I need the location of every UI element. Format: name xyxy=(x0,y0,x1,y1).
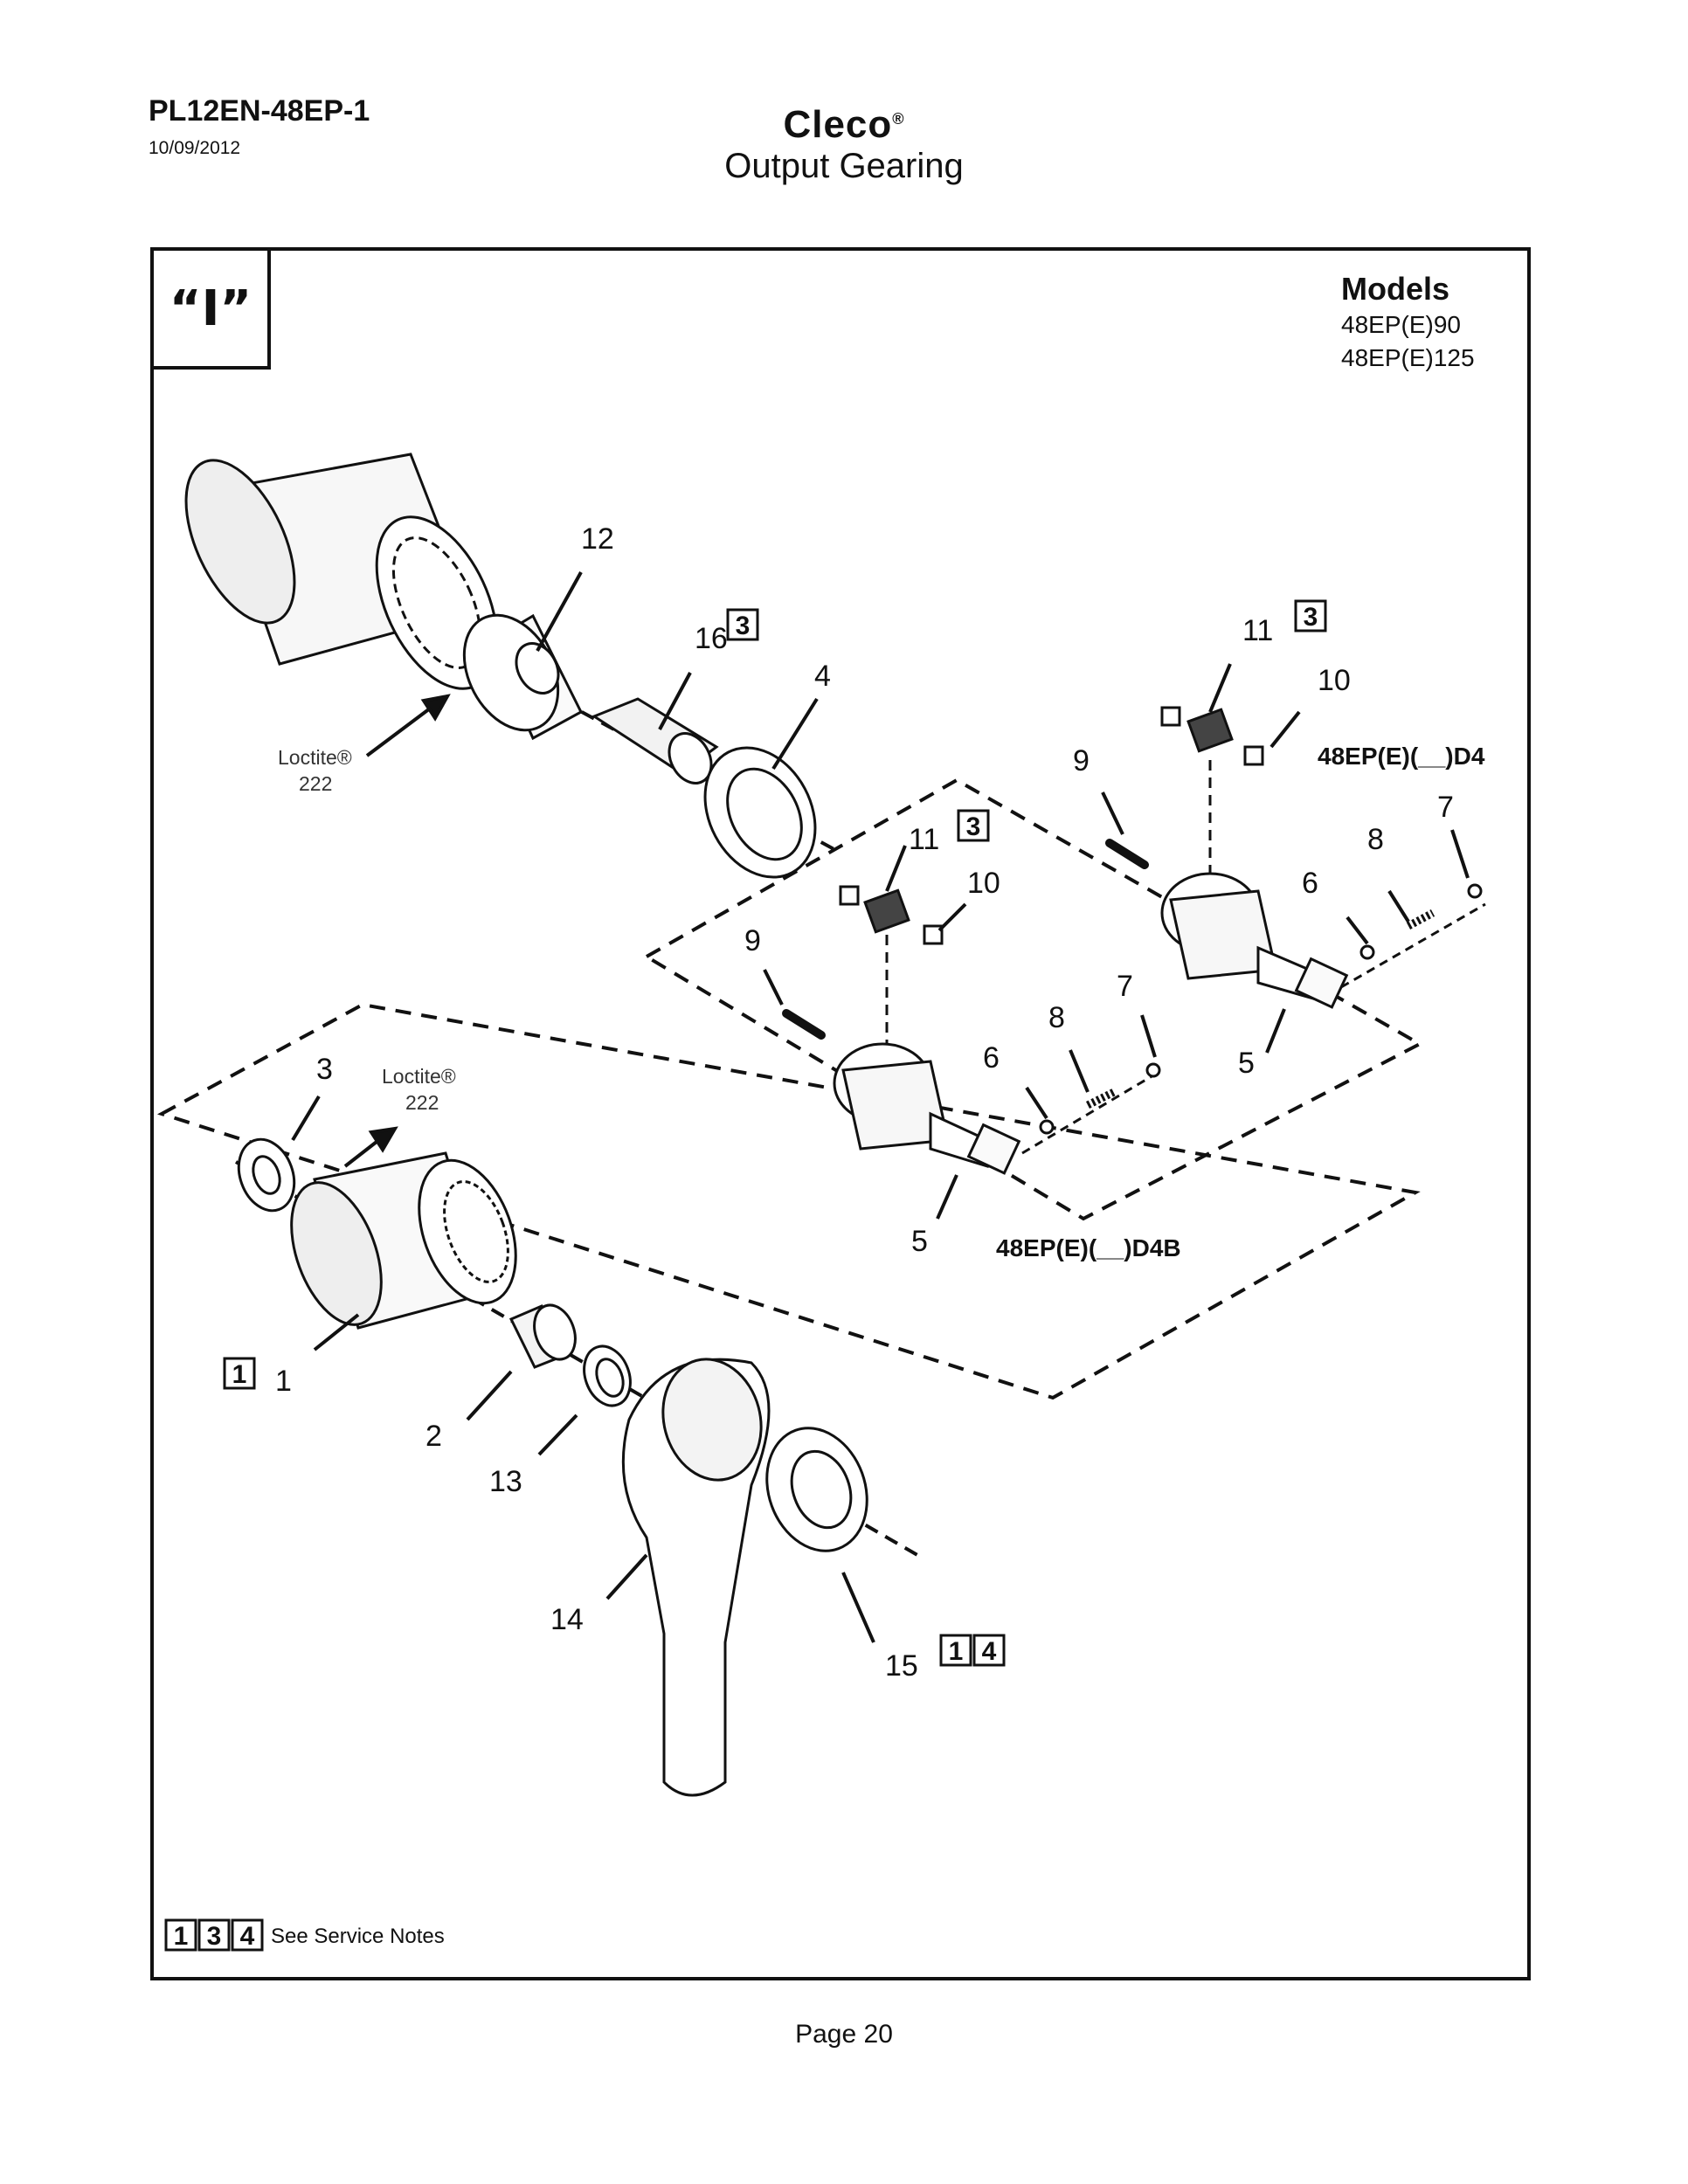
section-label: “I” xyxy=(150,247,271,370)
document-date: 10/09/2012 xyxy=(149,138,241,158)
service-notes-legend: 1 3 4 See Service Notes xyxy=(164,1918,445,1952)
note-ref-15-text-b: 4 xyxy=(982,1637,997,1666)
d4b-pin-9 xyxy=(782,1009,826,1040)
part-label-8-d4: 8 xyxy=(1367,823,1384,856)
legend-box-1: 1 xyxy=(174,1922,189,1951)
d4-bushing-10 xyxy=(1243,745,1264,766)
diagram-frame xyxy=(150,247,1531,1980)
note-ref-11-d4-text: 3 xyxy=(1304,603,1318,632)
legend-box-3: 3 xyxy=(207,1922,222,1951)
part-label-5-d4b: 5 xyxy=(911,1225,928,1258)
note-ref-11-d4b: 3 xyxy=(957,809,990,842)
part-label-15: 15 xyxy=(885,1649,918,1683)
loctite-grade-lower: 222 xyxy=(405,1091,439,1114)
legend-text: See Service Notes xyxy=(271,1925,445,1948)
note-ref-15: 1 4 xyxy=(939,1634,1006,1667)
part-label-1: 1 xyxy=(275,1365,292,1398)
part-13-ring xyxy=(583,1344,632,1407)
part-label-8-d4b: 8 xyxy=(1048,1001,1065,1034)
note-ref-16-text: 3 xyxy=(736,612,751,640)
part-label-10-d4: 10 xyxy=(1318,664,1351,697)
model-item: 48EP(E)125 xyxy=(1341,344,1475,371)
d4-ball-6 xyxy=(1359,944,1375,960)
part-label-16: 16 xyxy=(695,622,728,655)
document-id: PL12EN-48EP-1 xyxy=(149,94,370,128)
part-label-2: 2 xyxy=(425,1420,442,1453)
part-label-3: 3 xyxy=(316,1053,333,1086)
part-label-6-d4b: 6 xyxy=(983,1041,1000,1075)
brand-title: Cleco® xyxy=(0,103,1688,147)
part-label-11-d4: 11 xyxy=(1242,614,1273,647)
note-ref-15-text-a: 1 xyxy=(949,1637,964,1666)
part-15-retaining-ring xyxy=(765,1427,868,1552)
part-label-6-d4: 6 xyxy=(1302,867,1318,900)
loctite-label-lower: Loctite® xyxy=(382,1065,456,1088)
part-label-10-d4b: 10 xyxy=(967,867,1000,900)
note-ref-11-d4: 3 xyxy=(1294,599,1327,632)
part-label-5-d4: 5 xyxy=(1238,1047,1255,1080)
d4b-spring-8 xyxy=(1085,1088,1117,1109)
d4-square-drive xyxy=(1160,872,1349,1009)
d4b-square-drive xyxy=(833,1042,1021,1175)
page-number: Page 20 xyxy=(795,2020,893,2049)
part-2-bushing xyxy=(508,1303,577,1369)
registered-mark: ® xyxy=(892,110,905,128)
note-ref-1: 1 xyxy=(223,1357,256,1390)
part-16-splined-shaft xyxy=(591,697,719,784)
loctite-arrows xyxy=(343,694,451,1168)
note-ref-1-text: 1 xyxy=(232,1360,247,1389)
variant-d4b-region xyxy=(156,1002,1421,1400)
legend-box-4: 4 xyxy=(240,1922,255,1951)
part-label-11-d4b: 11 xyxy=(909,823,939,856)
part-label-7-d4: 7 xyxy=(1437,791,1454,824)
part-12-bearing-cap xyxy=(462,613,583,741)
variant-d4-region xyxy=(643,778,1424,1221)
part-label-7-d4b: 7 xyxy=(1117,970,1133,1003)
d4-plunger-7 xyxy=(1467,883,1483,899)
loctite-grade-upper: 222 xyxy=(299,772,332,795)
lower-axis-line xyxy=(235,1160,918,1557)
d4-detent-axis xyxy=(1340,902,1486,989)
models-title: Models xyxy=(1341,271,1450,307)
part-label-9-d4: 9 xyxy=(1073,744,1090,778)
part-1-ring-gear-housing xyxy=(290,1151,517,1330)
brand-name: Cleco xyxy=(783,103,893,146)
d4-roller-11 xyxy=(1186,708,1234,753)
d4b-roller-11 xyxy=(863,888,910,934)
model-item: 48EP(E)90 xyxy=(1341,311,1461,338)
leader-lines xyxy=(291,571,1470,1643)
d4b-ball-6 xyxy=(1039,1119,1055,1135)
part-label-12: 12 xyxy=(581,522,614,556)
part-label-13: 13 xyxy=(489,1465,522,1498)
part-3-washer xyxy=(237,1137,296,1213)
d4b-small-bushing xyxy=(839,885,860,906)
variant-label-d4: 48EP(E)(__)D4 xyxy=(1318,743,1485,770)
d4b-detent-axis xyxy=(1021,1068,1163,1155)
note-ref-11-d4b-text: 3 xyxy=(966,812,981,841)
d4-small-bushing xyxy=(1160,706,1181,727)
page-subtitle: Output Gearing xyxy=(724,147,964,185)
part-label-9-d4b: 9 xyxy=(744,924,761,957)
d4b-plunger-7 xyxy=(1145,1062,1161,1078)
part-label-4: 4 xyxy=(814,660,831,693)
part-4-bearing xyxy=(703,746,817,879)
d4-pin-9 xyxy=(1105,839,1149,869)
loctite-label-upper: Loctite® xyxy=(278,746,352,769)
motor-housing-part xyxy=(184,453,499,690)
part-label-14: 14 xyxy=(550,1603,584,1636)
d4b-bushing-10 xyxy=(923,924,944,945)
d4-spring-8 xyxy=(1406,909,1435,930)
variant-label-d4b: 48EP(E)(__)D4B xyxy=(996,1234,1181,1261)
part-14-reaction-arm xyxy=(621,1358,771,1797)
note-ref-16: 3 xyxy=(726,608,759,641)
